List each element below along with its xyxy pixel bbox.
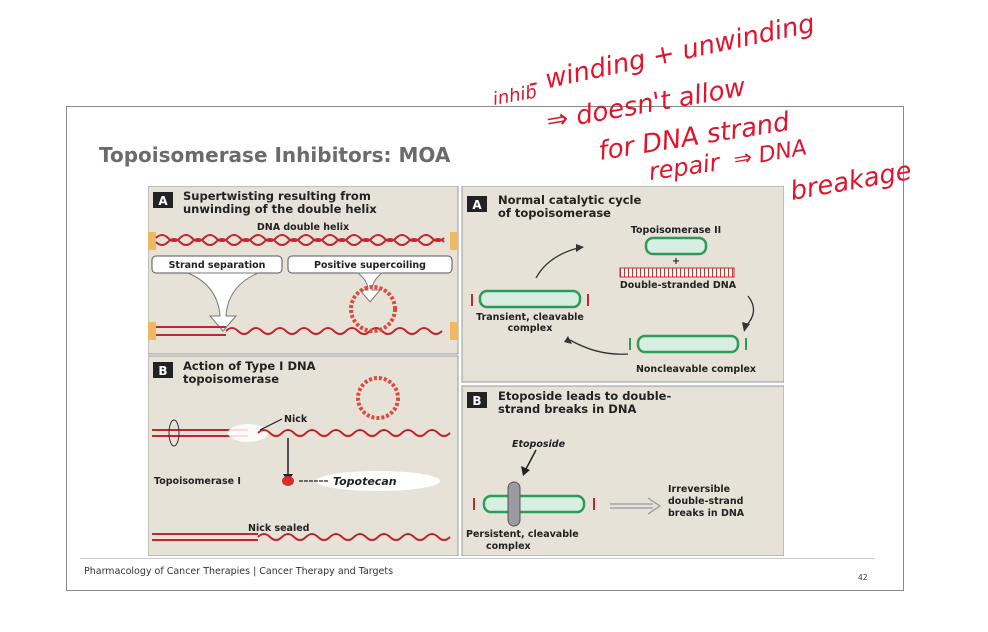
ink-winding: - winding + unwinding (525, 9, 817, 99)
dna-end-cap (148, 232, 156, 250)
badge-left-a-label: A (158, 194, 168, 208)
panel-right-b: B Etoposide leads to double- strand brea… (461, 385, 784, 556)
topotecan-label: Topotecan (333, 475, 397, 488)
dna-end-cap (450, 322, 458, 340)
strand-separation-label: Strand separation (169, 260, 266, 271)
topoisomerase-i-label: Topoisomerase I (154, 476, 241, 487)
etoposide-pointer (525, 449, 537, 470)
cycle-arrow-icon (745, 295, 755, 327)
footer-divider (80, 558, 875, 559)
etoposide-clamp-icon (507, 481, 521, 527)
left-a-heading-1: Supertwisting resulting from (183, 189, 371, 203)
etoposide-label: Etoposide (512, 439, 566, 450)
right-b-heading-1: Etoposide leads to double- (498, 389, 671, 403)
arrow-head (521, 466, 530, 476)
nick-sealed-label: Nick sealed (248, 523, 309, 534)
arrow-right-icon (610, 497, 662, 515)
topoisomerase-figure: A Supertwisting resulting from unwinding… (148, 186, 784, 556)
right-b-heading-2: strand breaks in DNA (498, 402, 636, 416)
cycle-arrow-icon (535, 247, 579, 279)
irreversible-label-2: double-strand (668, 496, 743, 507)
badge-right-a (467, 196, 487, 212)
dna-helix (257, 429, 451, 437)
left-b-heading-2: topoisomerase (183, 372, 279, 386)
topoisomerase-ii-icon (644, 236, 708, 256)
slide-footer: Pharmacology of Cancer Therapies | Cance… (84, 566, 394, 577)
dna-double-helix-label: DNA double helix (257, 222, 349, 233)
arrow-down-icon (356, 272, 384, 303)
badge-right-b (467, 392, 487, 408)
badge-right-b-label: B (472, 394, 481, 408)
positive-supercoiling-label: Positive supercoiling (314, 260, 426, 271)
noncleavable-complex-icon (636, 334, 740, 354)
right-a-heading-2: of topoisomerase (498, 206, 611, 220)
badge-left-b-label: B (158, 364, 167, 378)
noncleavable-complex-label: Noncleavable complex (636, 364, 756, 375)
dna-helix (155, 234, 445, 242)
double-stranded-dna-icon (619, 267, 735, 278)
right-a-heading-1: Normal catalytic cycle (498, 193, 641, 207)
transient-complex-label-1: Transient, cleavable (476, 312, 584, 323)
inhibitor-icon (282, 476, 294, 486)
topoisomerase-ii-label: Topoisomerase II (631, 225, 721, 236)
arrow-head (576, 244, 584, 252)
nick-pointer (259, 418, 283, 431)
topotecan-glow (316, 471, 440, 491)
persistent-complex-label-1: Persistent, cleavable (466, 529, 579, 540)
persistent-complex-icon (482, 494, 586, 514)
cycle-arrow-icon (569, 339, 629, 355)
badge-right-a-label: A (472, 198, 482, 212)
badge-left-a (153, 192, 173, 208)
supercoil-loop (356, 376, 400, 420)
arrow-head (564, 336, 572, 344)
nick-label: Nick (284, 414, 308, 425)
irreversible-label-1: Irreversible (668, 484, 730, 495)
dna-helix (257, 533, 451, 541)
badge-left-b (153, 362, 173, 378)
slide-title: Topoisomerase Inhibitors: MOA (99, 143, 451, 167)
transient-complex-label-2: complex (508, 323, 553, 334)
nick-glow (228, 424, 268, 442)
transient-complex-icon (478, 289, 582, 309)
dna-helix (225, 327, 443, 335)
double-stranded-dna-label: Double-stranded DNA (620, 280, 737, 291)
irreversible-label-3: breaks in DNA (668, 508, 745, 519)
dna-end-cap (450, 232, 458, 250)
dna-helix (155, 238, 445, 246)
left-b-heading-1: Action of Type I DNA (183, 359, 316, 373)
persistent-complex-label-2: complex (486, 541, 531, 552)
supercoil-loop (349, 285, 397, 333)
plus-label: + (672, 256, 680, 267)
panel-right-a: A Normal catalytic cycle of topoisomeras… (461, 186, 784, 383)
left-a-heading-2: unwinding of the double helix (183, 202, 377, 216)
rotation-icon (168, 419, 180, 447)
arrow-head (742, 322, 750, 332)
panel-left-a: A Supertwisting resulting from unwinding… (148, 186, 459, 355)
dna-end-cap (148, 322, 156, 340)
page-number: 42 (858, 573, 868, 582)
arrow-down-icon (187, 272, 259, 332)
panel-left-b: B Action of Type I DNA topoisomerase Nic… (148, 355, 459, 556)
